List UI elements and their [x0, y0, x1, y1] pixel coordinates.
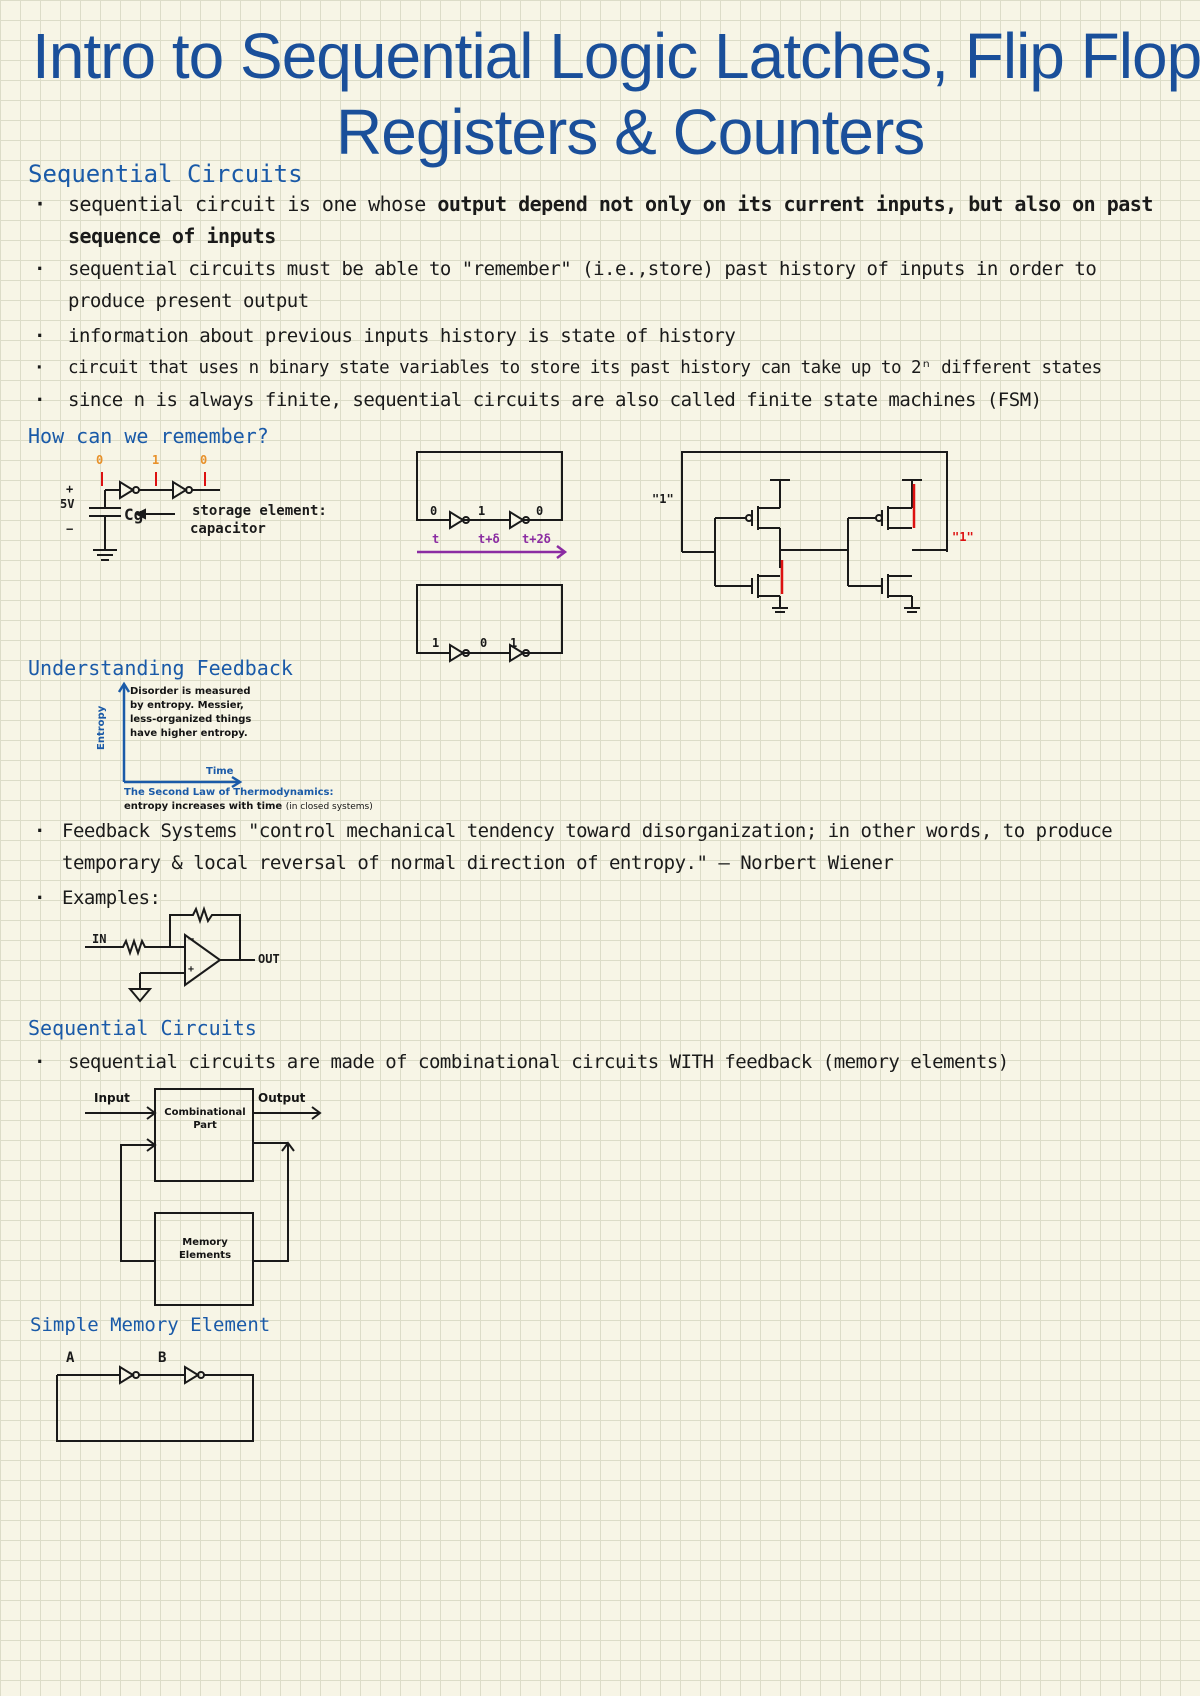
opamp-out-label: OUT [258, 952, 280, 966]
node-label: 0 [480, 636, 488, 650]
bullet-item: · sequential circuit is one whose output… [34, 188, 1154, 252]
node-label: 1 [478, 504, 486, 518]
node-label: 0 [536, 504, 544, 518]
minus-sign: − [66, 522, 74, 536]
bullet-text-bold: output depend not only on its current in… [68, 192, 1153, 248]
node-label: 0 [430, 504, 438, 518]
memory-elements-label: Memory Elements [178, 1237, 232, 1261]
bullet-dot: · [34, 192, 46, 216]
voltage-label: 5V [60, 497, 75, 511]
time-axis-label: Time [206, 766, 234, 777]
entropy-graph [117, 681, 243, 789]
storage-label: storage element: [192, 503, 327, 519]
bullet-text: sequential circuits are made of combinat… [68, 1051, 1009, 1073]
heading-how-can-we-remember: How can we remember? [28, 424, 269, 448]
entropy-note: have higher entropy. [130, 728, 248, 739]
bullet-dot: · [34, 358, 45, 378]
bullet-dot: · [34, 820, 45, 842]
bullet-text: since n is always finite, sequential cir… [68, 389, 1042, 411]
transistor-latch-diagram [681, 451, 948, 613]
bullet-dot: · [34, 1051, 45, 1073]
time-label: t+2δ [522, 532, 551, 546]
thermodynamics-law-title: The Second Law of Thermodynamics: [124, 787, 334, 798]
heading-sequential-circuits-2: Sequential Circuits [28, 1016, 257, 1040]
opamp-in-label: IN [92, 932, 107, 946]
bullet-dot: · [34, 258, 45, 280]
storage-label: capacitor [190, 521, 266, 537]
opamp-diagram [85, 905, 255, 1003]
combinational-part-label: Combinational Part [164, 1107, 246, 1131]
bit-label: 1 [152, 453, 160, 467]
entropy-note: less-organized things [130, 714, 252, 725]
thermodynamics-law-text: entropy increases with time (in closed s… [124, 801, 373, 812]
node-label: 1 [432, 636, 440, 650]
capacitor-diagram [89, 472, 220, 561]
bullet-text: sequential circuits must be able to "rem… [68, 258, 1097, 312]
page-title-line2: Registers & Counters [336, 96, 925, 168]
bullet-dot: · [34, 325, 45, 347]
plus-sign: + [66, 482, 74, 496]
bullet-dot: · [34, 389, 45, 411]
output-label: Output [258, 1091, 306, 1105]
feedback-quote: Feedback Systems "control mechanical ten… [62, 820, 1113, 874]
heading-understanding-feedback: Understanding Feedback [28, 656, 293, 680]
bit-label: 0 [96, 453, 104, 467]
bit-label: 0 [200, 453, 208, 467]
heading-sequential-circuits: Sequential Circuits [28, 160, 303, 188]
heading-simple-memory-element: Simple Memory Element [30, 1314, 271, 1336]
input-label: Input [94, 1091, 130, 1105]
opamp-minus: − [188, 934, 195, 945]
page-title-line1: Intro to Sequential Logic Latches, Flip … [32, 20, 1200, 92]
logic-level-label: "1" [952, 530, 974, 544]
bullet-text: information about previous inputs histor… [68, 325, 736, 347]
bullet-text: circuit that uses n binary state variabl… [68, 358, 1102, 378]
examples-label: Examples: [62, 887, 161, 909]
node-b-label: B [158, 1350, 167, 1366]
bullet-dot: · [34, 887, 45, 909]
bullet-text: sequential circuit is one whose [68, 192, 438, 216]
entropy-note: by entropy. Messier, [130, 700, 244, 711]
simple-memory-element-diagram [56, 1365, 254, 1442]
capacitor-label: Cg [124, 505, 144, 524]
entropy-note: Disorder is measured [130, 686, 251, 697]
entropy-axis-label: Entropy [96, 705, 107, 750]
sequential-block-diagram [85, 1088, 322, 1306]
bullet-item: · Feedback Systems "control mechanical t… [34, 815, 1164, 879]
opamp-plus: + [188, 964, 195, 975]
node-a-label: A [66, 1350, 75, 1366]
time-label: t+δ [478, 532, 500, 546]
inverter-loop-diagram [416, 451, 568, 663]
bullet-item: · sequential circuits must be able to "r… [34, 253, 1154, 317]
node-label: 1 [510, 636, 518, 650]
time-label: t [432, 532, 440, 546]
logic-level-label: "1" [652, 492, 674, 506]
